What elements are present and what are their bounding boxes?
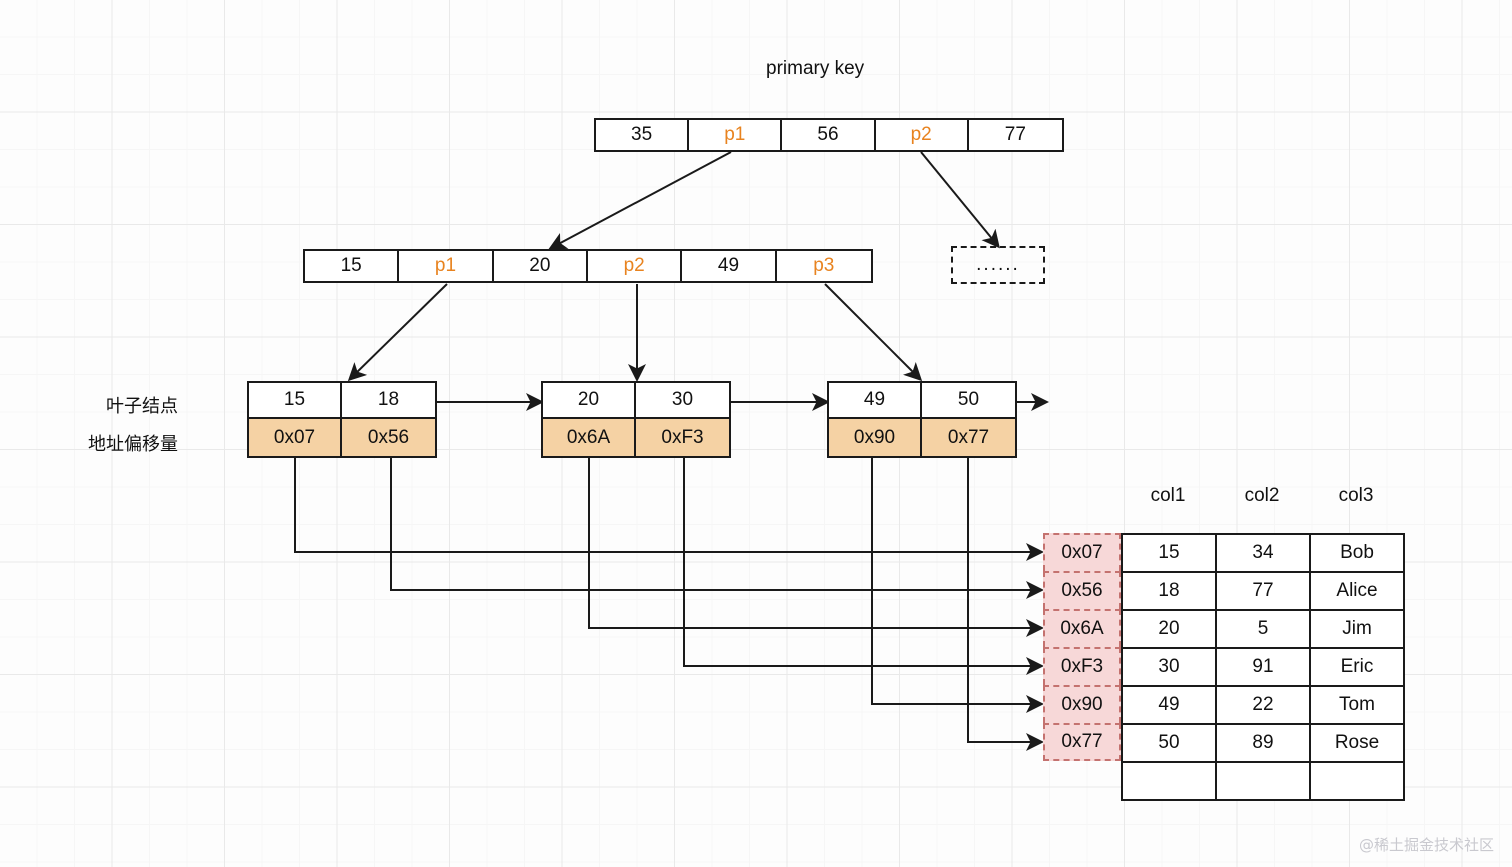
page-title: primary key [766, 58, 865, 79]
table-cell-r1-col1: 15 [1121, 533, 1217, 573]
address-box-0x90[interactable]: 0x90 [1043, 685, 1121, 723]
address-box-0x56[interactable]: 0x56 [1043, 571, 1121, 609]
internal-cell-p3[interactable]: p3 [776, 251, 871, 281]
table-cell-r2-col1: 18 [1121, 571, 1217, 611]
edge-addr-0x77 [967, 458, 1044, 751]
leaf-key-20[interactable]: 20 [543, 383, 636, 417]
table-cell-r4-col2: 91 [1215, 647, 1311, 687]
internal-cell-49[interactable]: 49 [682, 251, 777, 281]
table-cell-r1-col3: Bob [1309, 533, 1405, 573]
table-cell-r5-col2: 22 [1215, 685, 1311, 725]
leaf-key-30[interactable]: 30 [671, 389, 694, 410]
leaf-key-18[interactable]: 18 [377, 389, 400, 410]
internal-cell-20[interactable]: 20 [493, 251, 588, 281]
edge-addr-0x6A [588, 458, 1044, 637]
table-cell-r6-col2: 89 [1215, 723, 1311, 763]
table-cell-r5-col1: 49 [1121, 685, 1217, 725]
edge-root-p2 [920, 151, 1000, 249]
edge-addr-0x56 [390, 458, 1044, 599]
leaf-address-0xF3[interactable]: 0xF3 [636, 419, 729, 456]
edge-internal-p3 [824, 283, 923, 382]
table-cell-r7-col1 [1121, 761, 1217, 801]
leaf-address-0x6A[interactable]: 0x6A [543, 419, 636, 456]
table-cell-r3-col3: Jim [1309, 609, 1405, 649]
table-cell-r3-col1: 20 [1121, 609, 1217, 649]
root-cell-77[interactable]: 77 [968, 120, 1062, 150]
leaf-address-0x56[interactable]: 0x56 [342, 419, 435, 456]
column-header-col2: col2 [1244, 485, 1280, 506]
watermark: @稀土掘金技术社区 [1358, 836, 1494, 854]
table-cell-r7-col3 [1309, 761, 1405, 801]
leaf-key-49[interactable]: 49 [829, 383, 922, 417]
root-cell-35[interactable]: 35 [596, 120, 690, 150]
address-box-0x07[interactable]: 0x07 [1043, 533, 1121, 571]
edge-root-p1 [548, 151, 732, 250]
ellipsis-node[interactable]: ...... [951, 246, 1045, 284]
leaf-key-15[interactable]: 15 [249, 383, 342, 417]
table-cell-r4-col1: 30 [1121, 647, 1217, 687]
table-cell-r6-col1: 50 [1121, 723, 1217, 763]
table-cell-r1-col2: 34 [1215, 533, 1311, 573]
edge-addr-0x07 [294, 458, 1044, 561]
internal-cell-p2[interactable]: p2 [587, 251, 683, 281]
root-cell-p2[interactable]: p2 [875, 120, 969, 150]
edge-addr-0x90 [871, 458, 1044, 713]
root-cell-56[interactable]: 56 [782, 120, 876, 150]
internal-cell-15[interactable]: 15 [305, 251, 400, 281]
internal-cell-p1[interactable]: p1 [399, 251, 494, 281]
table-cell-r4-col3: Eric [1309, 647, 1405, 687]
address-box-0x6A[interactable]: 0x6A [1043, 609, 1121, 647]
address-box-0x77[interactable]: 0x77 [1043, 723, 1121, 761]
table-cell-r2-col3: Alice [1309, 571, 1405, 611]
edge-internal-p1 [347, 283, 448, 382]
table-cell-r5-col3: Tom [1309, 685, 1405, 725]
table-row [1121, 761, 1405, 801]
column-header-col3: col3 [1338, 485, 1374, 506]
table-cell-r7-col2 [1215, 761, 1311, 801]
table-cell-r6-col3: Rose [1309, 723, 1405, 763]
root-cell-p1[interactable]: p1 [689, 120, 783, 150]
leaf-address-0x07[interactable]: 0x07 [249, 419, 342, 456]
leaf-3-key-row: 49 50 [829, 383, 1015, 419]
leaf-key-50[interactable]: 50 [957, 389, 980, 410]
edge-addr-0xF3 [683, 458, 1044, 675]
table-cell-r2-col2: 77 [1215, 571, 1311, 611]
label-leaf-node: 叶子结点 [106, 396, 178, 417]
table-cell-r3-col2: 5 [1215, 609, 1311, 649]
address-box-0xF3[interactable]: 0xF3 [1043, 647, 1121, 685]
column-header-col1: col1 [1150, 485, 1186, 506]
leaf-address-0x77[interactable]: 0x77 [922, 419, 1015, 456]
leaf-address-0x90[interactable]: 0x90 [829, 419, 922, 456]
label-address-offset: 地址偏移量 [88, 434, 178, 455]
